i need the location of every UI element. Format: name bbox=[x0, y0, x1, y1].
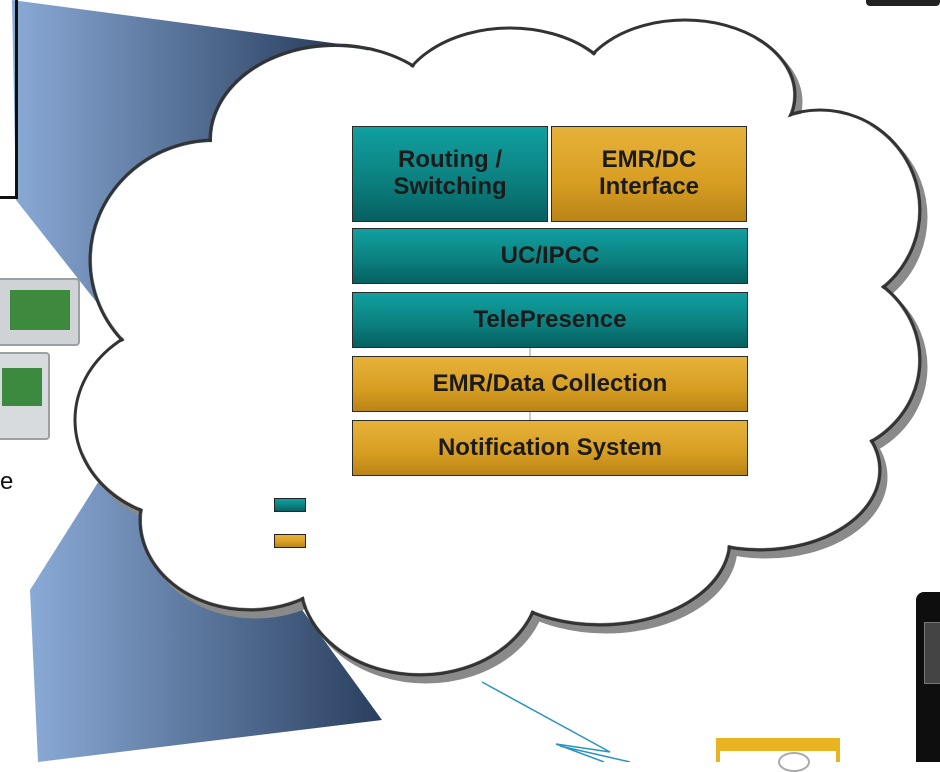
legend-swatch-teal bbox=[274, 498, 306, 512]
top-right-device-edge bbox=[866, 0, 940, 6]
lightning-line bbox=[481, 681, 611, 762]
uc-ipcc-box: UC/IPCC bbox=[352, 228, 748, 284]
bottom-right-device bbox=[916, 592, 940, 762]
telepresence-label: TelePresence bbox=[473, 305, 627, 333]
top-left-frame bbox=[0, 0, 18, 199]
notification-system-label: Notification System bbox=[437, 433, 663, 461]
telepresence-box: TelePresence bbox=[352, 292, 748, 348]
monitor-device-bottom bbox=[0, 352, 50, 440]
emr-dc-interface-label: EMR/DC Interface bbox=[598, 146, 700, 200]
routing-switching-label: Routing / Switching bbox=[393, 146, 507, 200]
left-edge-text-fragment: e bbox=[0, 468, 14, 495]
routing-switching-box: Routing / Switching bbox=[352, 126, 548, 222]
emr-dc-interface-box: EMR/DC Interface bbox=[551, 126, 747, 222]
emr-data-collection-label: EMR/Data Collection bbox=[432, 369, 668, 397]
legend-swatch-gold bbox=[274, 534, 306, 548]
notification-system-box: Notification System bbox=[352, 420, 748, 476]
monitor-device-top bbox=[0, 278, 80, 346]
uc-ipcc-label: UC/IPCC bbox=[500, 241, 600, 269]
emr-data-collection-box: EMR/Data Collection bbox=[352, 356, 748, 412]
